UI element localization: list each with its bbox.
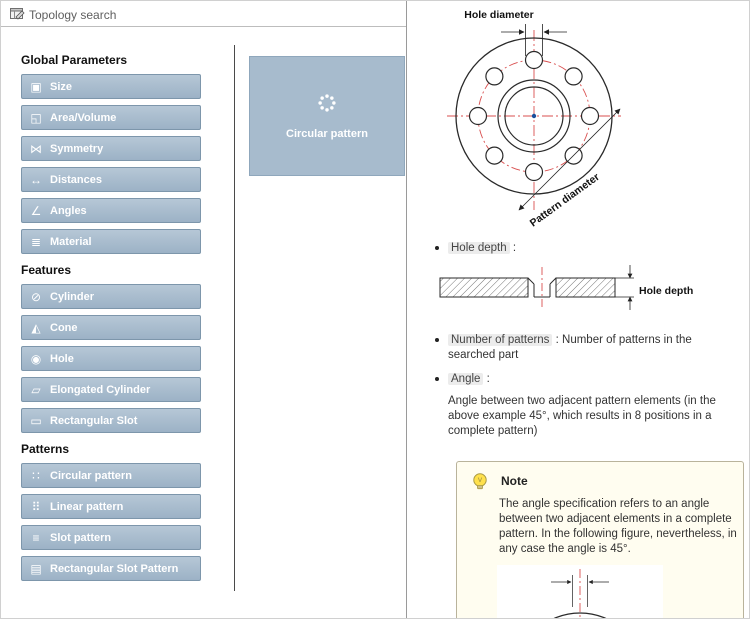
documentation-pane[interactable]: Hole diameter Pattern diameter Hole dept… [407, 1, 749, 618]
bullet-icon [435, 246, 439, 250]
sidebar-item-symmetry[interactable]: ⋈ Symmetry [21, 136, 201, 161]
sidebar-item-label: Circular pattern [50, 469, 132, 482]
sidebar-item-size[interactable]: ▣ Size [21, 74, 201, 99]
number-of-patterns-bullet: Number of patterns : Number of patterns … [432, 333, 738, 363]
sidebar-item-label: Material [50, 235, 92, 248]
sidebar-item-circular-pattern[interactable]: ∷ Circular pattern [21, 463, 201, 488]
elongated-cylinder-icon: ▱ [31, 382, 41, 397]
parameter-sidebar: Global Parameters ▣ Size ◱ Area/Volume ⋈… [21, 53, 211, 587]
cone-icon: ◭ [31, 320, 41, 335]
hole-diameter-label: Hole diameter [464, 9, 533, 21]
sidebar-item-label: Distances [50, 173, 102, 186]
hole-depth-term[interactable]: Hole depth [448, 242, 510, 254]
linear-pattern-icon: ⠿ [31, 499, 41, 514]
hole-depth-figure-label: Hole depth [639, 285, 693, 297]
flange-front-view-figure: Hole diameter Pattern diameter [429, 4, 684, 241]
sidebar-item-area-volume[interactable]: ◱ Area/Volume [21, 105, 201, 130]
sidebar-item-label: Cone [50, 321, 78, 334]
hole-depth-suffix: : [512, 242, 517, 254]
note-box: Note The angle specification refers to a… [456, 461, 744, 618]
hole-icon: ◉ [30, 351, 42, 366]
distances-icon: ↔ [30, 172, 42, 187]
material-icon: ≣ [30, 234, 42, 249]
angle-bullet: Angle : [432, 372, 732, 387]
sidebar-item-label: Angles [50, 204, 87, 217]
sidebar-item-material[interactable]: ≣ Material [21, 229, 201, 254]
angle-description: Angle between two adjacent pattern eleme… [448, 395, 716, 437]
sidebar-item-label: Hole [50, 352, 74, 365]
circular-pattern-icon: ∷ [32, 468, 40, 483]
sidebar-item-label: Area/Volume [50, 111, 117, 124]
section-heading-patterns: Patterns [21, 442, 70, 456]
symmetry-icon: ⋈ [30, 141, 42, 156]
hole-depth-bullet: Hole depth : [432, 241, 732, 256]
area-volume-icon: ◱ [30, 110, 42, 125]
cylinder-icon: ⊘ [30, 289, 42, 304]
sidebar-item-label: Cylinder [50, 290, 95, 303]
note-flange-figure [497, 565, 663, 618]
number-of-patterns-term[interactable]: Number of patterns [448, 334, 553, 346]
canvas-divider [234, 45, 235, 591]
sidebar-item-distances[interactable]: ↔ Distances [21, 167, 201, 192]
number-of-patterns-text: : Number of patterns in the searched par… [448, 334, 692, 361]
sidebar-item-cone[interactable]: ◭ Cone [21, 315, 201, 340]
size-icon: ▣ [30, 79, 42, 94]
sidebar-item-label: Symmetry [50, 142, 104, 155]
angles-icon: ∠ [30, 203, 42, 218]
angle-suffix: : [486, 373, 490, 385]
topology-search-icon [9, 6, 25, 26]
pattern-diameter-label: Pattern diameter [528, 171, 602, 229]
note-title: Note [501, 474, 528, 488]
sidebar-item-label: Linear pattern [50, 500, 124, 513]
bullet-icon [435, 338, 439, 342]
sidebar-item-linear-pattern[interactable]: ⠿ Linear pattern [21, 494, 201, 519]
sidebar-item-cylinder[interactable]: ⊘ Cylinder [21, 284, 201, 309]
selected-pattern-block[interactable]: Circular pattern [249, 56, 405, 176]
rectangular-slot-pattern-icon: ▤ [30, 561, 42, 576]
sidebar-item-label: Slot pattern [50, 531, 112, 544]
sidebar-item-slot-pattern[interactable]: ≡ Slot pattern [21, 525, 201, 550]
sidebar-item-rectangular-slot[interactable]: ▭ Rectangular Slot [21, 408, 201, 433]
slot-pattern-icon: ≡ [32, 530, 40, 545]
sidebar-item-hole[interactable]: ◉ Hole [21, 346, 201, 371]
rectangular-slot-icon: ▭ [30, 413, 42, 428]
section-heading-features: Features [21, 263, 72, 277]
sidebar-item-label: Rectangular Slot [50, 414, 138, 427]
note-text: The angle specification refers to an ang… [499, 498, 737, 555]
pane-divider [406, 1, 407, 618]
angle-term[interactable]: Angle [448, 373, 484, 385]
window-title: Topology search [29, 8, 117, 22]
sidebar-item-label: Elongated Cylinder [50, 383, 151, 396]
sidebar-item-rectangular-slot-pattern[interactable]: ▤ Rectangular Slot Pattern [21, 556, 201, 581]
sidebar-item-label: Rectangular Slot Pattern [50, 562, 179, 575]
flange-section-figure: Hole depth [437, 263, 737, 318]
lightbulb-icon [469, 471, 491, 500]
circular-pattern-icon [316, 92, 338, 119]
sidebar-item-label: Size [50, 80, 73, 93]
selected-pattern-label: Circular pattern [286, 128, 368, 140]
sidebar-item-angles[interactable]: ∠ Angles [21, 198, 201, 223]
bullet-icon [435, 377, 439, 381]
section-heading-global-parameters: Global Parameters [21, 53, 128, 67]
header-divider [1, 26, 406, 27]
sidebar-item-elongated-cylinder[interactable]: ▱ Elongated Cylinder [21, 377, 201, 402]
